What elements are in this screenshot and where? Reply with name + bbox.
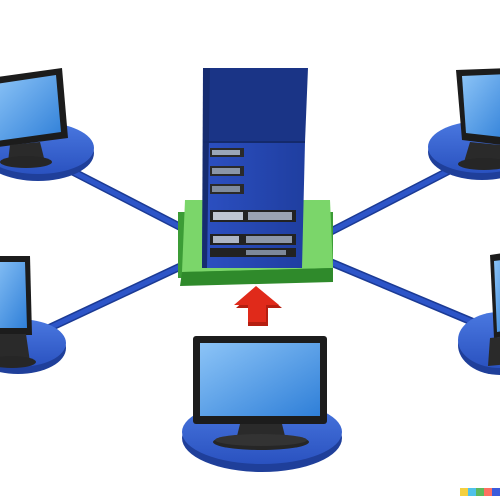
watermark-square — [492, 488, 500, 496]
node-bottom-right — [458, 253, 500, 375]
watermark-square — [476, 488, 484, 496]
network-cables — [41, 161, 484, 334]
desktop-monitor-icon — [456, 68, 500, 170]
watermark-square — [460, 488, 468, 496]
node-top-left — [0, 68, 94, 181]
central-server — [178, 68, 333, 286]
red-up-arrow-icon — [234, 286, 282, 326]
desktop-monitor-icon — [193, 336, 327, 450]
desktop-monitor-icon — [0, 68, 68, 168]
watermark-square — [484, 488, 492, 496]
server-tower-icon — [202, 68, 308, 268]
watermark-square — [468, 488, 476, 496]
node-bottom-left — [0, 256, 66, 374]
desktop-monitor-icon — [488, 253, 500, 366]
node-top-right — [428, 68, 500, 180]
node-bottom-center — [182, 336, 342, 472]
desktop-monitor-icon — [0, 256, 36, 368]
